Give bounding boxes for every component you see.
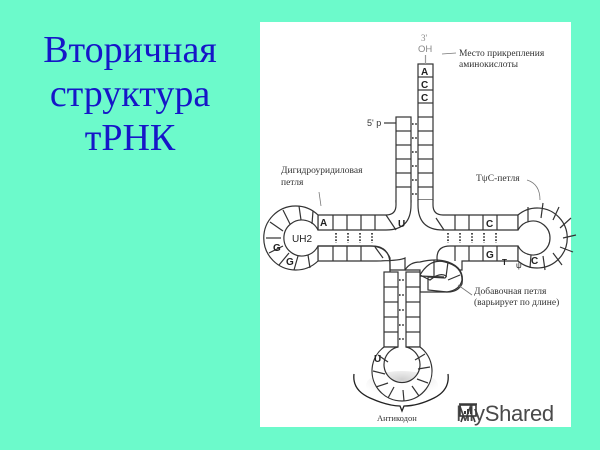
base-u-stem: U bbox=[398, 219, 405, 230]
watermark: MyShared bbox=[456, 400, 554, 428]
d-loop bbox=[263, 205, 319, 271]
end-oh-label: OH bbox=[418, 44, 432, 55]
base-a-dloop: A bbox=[320, 218, 327, 229]
base-g-dloop-2: G bbox=[286, 257, 294, 268]
t-arm-base-pairs bbox=[447, 233, 497, 243]
label-attachment-site-2: аминокислоты bbox=[459, 60, 519, 70]
d-arm-base-pairs bbox=[335, 233, 373, 243]
label-anticodon: Антикодон bbox=[377, 413, 417, 423]
base-u-anticodon: U bbox=[374, 354, 381, 365]
label-tpsic-loop: TψC-петля bbox=[476, 174, 520, 184]
tpsic-loop bbox=[517, 202, 577, 271]
title-line-1: Вторичная bbox=[43, 29, 217, 71]
slide-title: Вторичная структура тРНК bbox=[10, 28, 250, 160]
title-line-2: структура bbox=[49, 73, 211, 115]
end-5p-label: 5' p bbox=[367, 118, 381, 128]
dloop-center-uh2: UH2 bbox=[292, 234, 312, 245]
base-a-acceptor: A bbox=[421, 67, 428, 78]
base-c-loop: C bbox=[531, 256, 538, 267]
base-c-tarm: C bbox=[486, 219, 493, 230]
acceptor-5-strand bbox=[384, 116, 412, 203]
label-pointers bbox=[318, 52, 541, 296]
anticodon-base-pairs bbox=[399, 279, 405, 340]
anticodon-loop bbox=[371, 346, 433, 402]
anticodon-bracket bbox=[353, 373, 449, 413]
base-psi-loop: ψ bbox=[516, 261, 522, 270]
anticodon-stem bbox=[383, 271, 421, 348]
label-variable-loop-2: (варьирует по длине) bbox=[474, 297, 559, 308]
label-d-loop-2: петля bbox=[281, 178, 304, 188]
acceptor-base-pairs bbox=[412, 123, 418, 195]
end-3-label: 3' bbox=[421, 33, 428, 43]
base-c-acceptor-2: C bbox=[421, 93, 428, 104]
base-letters: A C C U A G G UH2 C G T ψ C U bbox=[273, 67, 538, 365]
presentation-board-icon bbox=[459, 403, 477, 423]
base-t-loop: T bbox=[502, 258, 507, 267]
base-g-dloop-1: G bbox=[273, 243, 281, 254]
label-attachment-site-1: Место прикрепления bbox=[459, 49, 545, 59]
title-line-3: тРНК bbox=[84, 117, 176, 159]
base-c-acceptor-1: C bbox=[421, 80, 428, 91]
base-g-tarm: G bbox=[486, 250, 494, 261]
label-variable-loop-1: Добавочная петля bbox=[474, 286, 547, 297]
label-d-loop-1: Дигидроуридиловая bbox=[281, 166, 363, 176]
variable-loop bbox=[419, 260, 463, 293]
t-arm-top-strand bbox=[417, 200, 519, 231]
